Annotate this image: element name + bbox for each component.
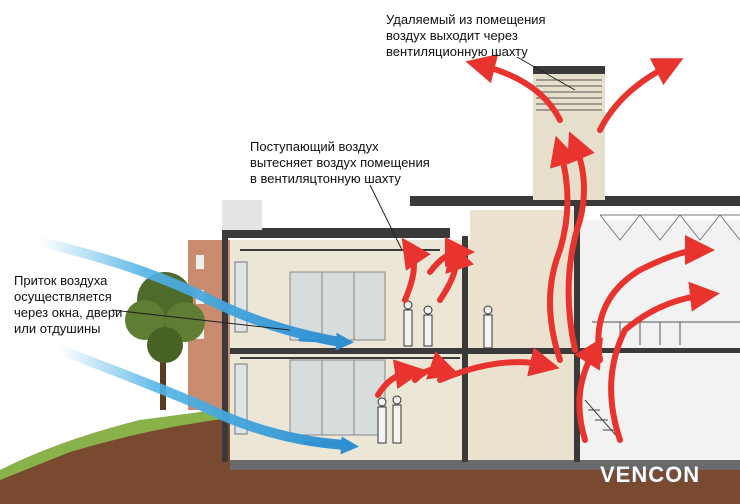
leader-lines bbox=[111, 56, 576, 331]
exhaust-arrow bbox=[412, 351, 460, 383]
exhaust-arrow bbox=[565, 131, 595, 353]
exhaust-arrow bbox=[597, 58, 684, 133]
people bbox=[377, 300, 493, 444]
person bbox=[483, 305, 493, 349]
exhaust-arrow bbox=[595, 235, 715, 363]
person bbox=[392, 395, 402, 444]
intake-air-label: Приток воздуха осуществляется через окна… bbox=[14, 273, 122, 337]
exhaust-arrow bbox=[547, 135, 579, 363]
exhaust-air-label: Удаляемый из помещения воздух выходит че… bbox=[386, 12, 546, 60]
exhaust-arrow bbox=[608, 281, 720, 443]
ground bbox=[0, 408, 740, 504]
exhaust-arrow bbox=[437, 240, 474, 303]
exhaust-arrow bbox=[574, 337, 603, 443]
exhaust-arrow bbox=[401, 237, 431, 303]
displacement-air-label: Поступающий воздух вытесняет воздух поме… bbox=[250, 139, 430, 187]
roof-left bbox=[222, 228, 450, 238]
roof-truss bbox=[599, 214, 740, 241]
building bbox=[222, 66, 740, 462]
back-window-upper bbox=[289, 271, 386, 341]
person bbox=[377, 397, 387, 444]
displacement-label-line: вытесняет воздух помещения bbox=[250, 155, 430, 170]
intake-arrow-lower bbox=[55, 345, 350, 450]
person bbox=[423, 305, 433, 347]
exhaust-label-line: вентиляционную шахту bbox=[386, 44, 528, 59]
intake-label-line: через окна, двери bbox=[14, 305, 123, 320]
foundation bbox=[230, 458, 740, 470]
displacement-label-line: Поступающий воздух bbox=[250, 139, 379, 154]
intake-label-line: или отдушины bbox=[14, 321, 101, 336]
intake-arrow-upper bbox=[35, 237, 345, 347]
displacement-label-line: в вентиляцтонную шахту bbox=[250, 171, 401, 186]
exhaust-label-line: Удаляемый из помещения bbox=[386, 12, 546, 27]
exhaust-arrow bbox=[375, 359, 425, 398]
exhaust-label-line: воздух выходит через bbox=[386, 28, 518, 43]
staircase bbox=[584, 399, 621, 441]
exhaust-arrow bbox=[465, 54, 563, 123]
exhaust-arrow bbox=[437, 347, 560, 383]
back-window-lower bbox=[289, 359, 386, 436]
exhaust-air-arrows bbox=[375, 54, 720, 443]
floor-slab bbox=[230, 348, 580, 354]
person bbox=[403, 300, 413, 347]
intake-label-line: осуществляется bbox=[14, 289, 112, 304]
intake-air-arrows bbox=[35, 237, 359, 455]
vencon-logo: VENCON bbox=[600, 462, 701, 487]
intake-label-line: Приток воздуха bbox=[14, 273, 108, 288]
